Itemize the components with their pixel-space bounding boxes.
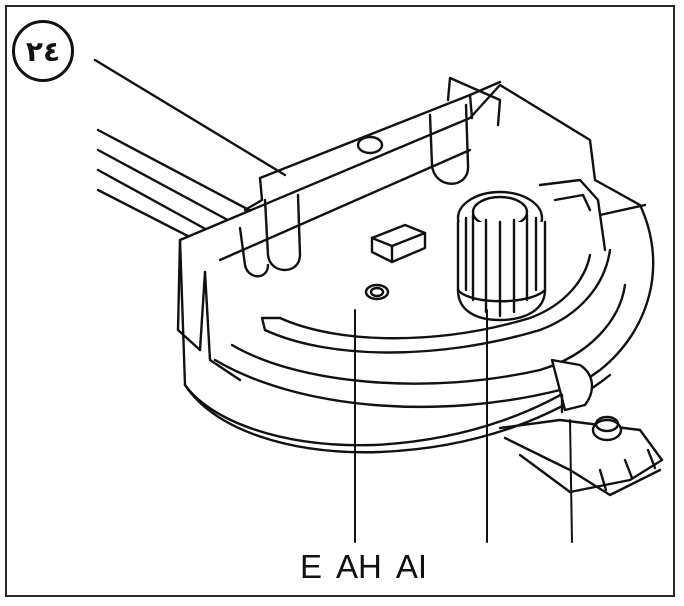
gauge-body bbox=[176, 76, 655, 454]
callout-labels: E AH AI bbox=[300, 548, 520, 586]
figure-number-badge: ٢٤ bbox=[12, 20, 74, 82]
callout-label-ai: AI bbox=[395, 548, 428, 585]
leader-lines bbox=[354, 309, 573, 543]
lock-knob bbox=[456, 190, 547, 322]
callout-label-ah: AH bbox=[336, 548, 382, 585]
callout-label-e: E bbox=[300, 548, 323, 585]
angle-pointer bbox=[550, 358, 594, 414]
rail-bar bbox=[498, 415, 664, 497]
